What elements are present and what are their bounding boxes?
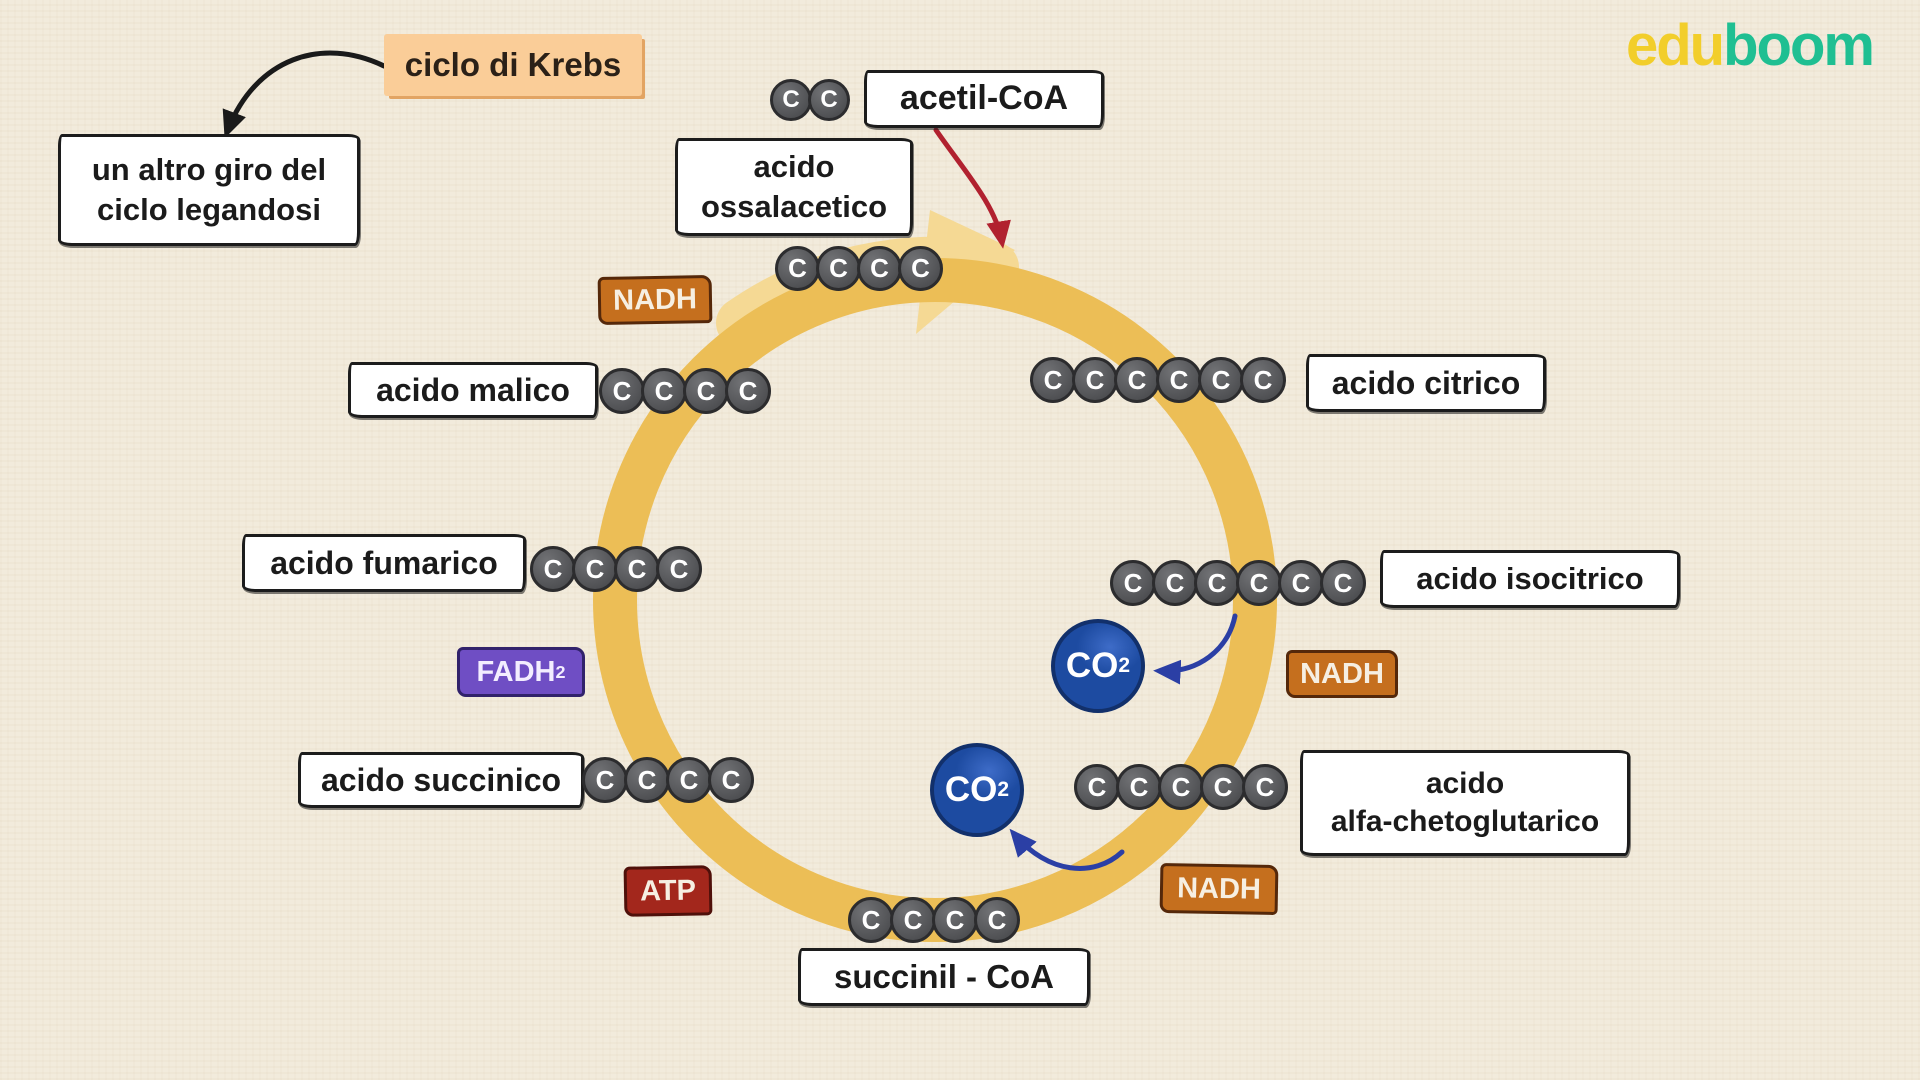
logo-edu: edu [1626, 13, 1725, 78]
note-box: un altro giro del ciclo legandosi [58, 134, 360, 246]
malic-acid-label-box: acido malico [348, 362, 598, 418]
acetyl-coa-label-box: acetil-CoA [864, 70, 1104, 128]
carbon-icon: C [775, 246, 820, 291]
alpha-ketoglutaric-line-2: alfa-chetoglutarico [1330, 805, 1600, 838]
succinic-acid-label-box: acido succinico [298, 752, 584, 808]
carbon-icon: C [1200, 764, 1246, 810]
fumaric-acid-label: acido fumarico [270, 544, 498, 581]
carbon-icon: C [599, 368, 645, 414]
co2-release-arrow-upper [1153, 613, 1238, 685]
citric-acid-label: acido citrico [1331, 364, 1521, 401]
co2-release-arrow-lower [1009, 828, 1125, 871]
carbon-icon: C [1236, 560, 1282, 606]
succinyl-coa-label: succinil - CoA [833, 957, 1055, 995]
carbon-icon: C [1198, 357, 1244, 403]
title-label: ciclo di Krebs [404, 45, 622, 83]
carbon-icon: C [1110, 560, 1156, 606]
carbon-icon: C [1116, 764, 1162, 810]
carbon-icon: C [974, 897, 1020, 943]
title-to-note-arrow [222, 50, 387, 139]
carbon-icon: C [857, 246, 902, 291]
carbon-icon: C [572, 546, 618, 592]
carbon-icon: C [1320, 560, 1366, 606]
oxaloacetate-line-2: ossalacetico [700, 189, 888, 224]
succinic-acid-label: acido succinico [320, 761, 562, 798]
eduboom-logo: eduboom [1626, 12, 1875, 79]
acetyl-entry-arrow [933, 127, 1011, 249]
nadh-bottom-label: NADH [1176, 871, 1262, 906]
oxaloacetate-line-1: acido [753, 149, 835, 185]
carbon-icon: C [1156, 357, 1202, 403]
nadh-badge-right: NADH [1286, 650, 1398, 698]
carbon-icon: C [641, 368, 687, 414]
nadh-badge-bottom-right: NADH [1159, 862, 1279, 916]
carbon-icon: C [1072, 357, 1118, 403]
carbon-icon: C [725, 368, 771, 414]
acetyl-coa-label: acetil-CoA [899, 79, 1069, 118]
title-box: ciclo di Krebs [384, 34, 642, 96]
carbon-icon: C [1158, 764, 1204, 810]
atp-badge: ATP [623, 865, 713, 917]
malic-acid-label: acido malico [376, 371, 570, 408]
carbon-icon: C [1152, 560, 1198, 606]
logo-boom: boom [1723, 13, 1875, 78]
alpha-ketoglutaric-label-box: acido alfa-chetoglutarico [1300, 750, 1630, 856]
carbon-icon: C [890, 897, 936, 943]
nadh-right-label: NADH [1300, 657, 1384, 690]
isocitric-acid-label: acido isocitrico [1416, 561, 1644, 597]
fadh2-label: FADH [476, 655, 556, 688]
carbon-icon: C [848, 897, 894, 943]
carbon-icon: C [770, 79, 812, 121]
carbon-icon: C [808, 79, 850, 121]
carbon-icon: C [1030, 357, 1076, 403]
carbon-icon: C [1074, 764, 1120, 810]
carbon-icon: C [530, 546, 576, 592]
carbon-icon: C [1194, 560, 1240, 606]
co2-upper-formula: CO [1065, 646, 1119, 685]
carbon-icon: C [1114, 357, 1160, 403]
oxaloacetate-label-box: acido ossalacetico [675, 138, 913, 236]
carbon-icon: C [816, 246, 861, 291]
isocitric-acid-label-box: acido isocitrico [1380, 550, 1680, 608]
carbon-icon: C [898, 246, 943, 291]
alpha-ketoglutaric-line-1: acido [1425, 766, 1505, 800]
nadh-badge-top-left: NADH [597, 275, 713, 325]
carbon-icon: C [1242, 764, 1288, 810]
carbon-icon: C [708, 757, 754, 803]
fumaric-acid-label-box: acido fumarico [242, 534, 526, 592]
carbon-icon: C [932, 897, 978, 943]
nadh-top-label: NADH [612, 282, 698, 317]
note-line-2: ciclo legandosi [97, 192, 321, 227]
carbon-icon: C [1278, 560, 1324, 606]
carbon-icon: C [624, 757, 670, 803]
citric-acid-label-box: acido citrico [1306, 354, 1546, 412]
succinyl-coa-label-box: succinil - CoA [798, 948, 1090, 1006]
carbon-icon: C [666, 757, 712, 803]
carbon-icon: C [683, 368, 729, 414]
atp-label: ATP [639, 874, 697, 907]
carbon-icon: C [1240, 357, 1286, 403]
note-line-1: un altro giro del [91, 152, 327, 188]
co2-lower-formula: CO [944, 770, 998, 809]
carbon-icon: C [656, 546, 702, 592]
carbon-icon: C [614, 546, 660, 592]
carbon-icon: C [582, 757, 628, 803]
